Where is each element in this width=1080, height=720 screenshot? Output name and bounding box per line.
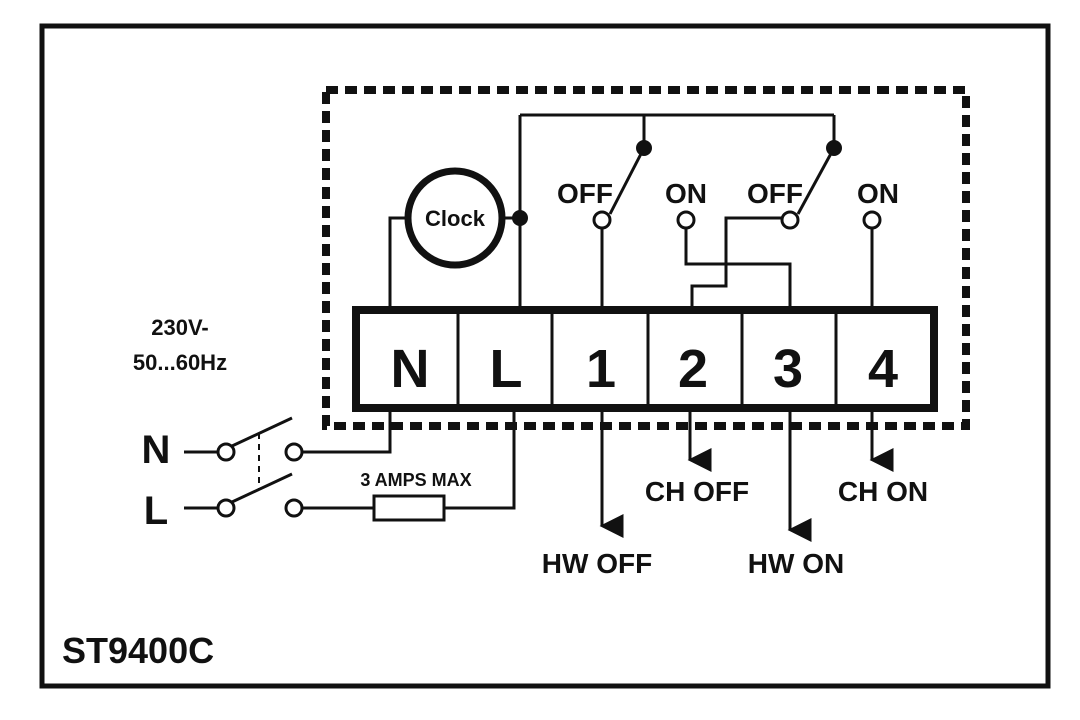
- hw-off-contact-label: OFF: [557, 178, 613, 209]
- terminal-l-label: L: [490, 339, 523, 399]
- mains-isolator: N L: [142, 408, 516, 533]
- terminal-3-label: 3: [773, 339, 803, 399]
- internal-wiring: [388, 113, 874, 314]
- contacts: [512, 140, 882, 230]
- fuse: [372, 494, 446, 522]
- supply-voltage-label: 230V-: [151, 315, 209, 340]
- mains-n-label: N: [142, 428, 171, 472]
- model-label: ST9400C: [62, 630, 214, 671]
- terminal-n-label: N: [391, 339, 430, 399]
- terminal-4-label: 4: [868, 339, 898, 399]
- terminal-2-label: 2: [678, 339, 708, 399]
- ch-off-output-label: CH OFF: [645, 476, 749, 507]
- clock-label: Clock: [425, 206, 486, 231]
- outer-frame: [39, 23, 1051, 689]
- unit-boundary: [322, 86, 970, 430]
- hw-off-output-label: HW OFF: [542, 548, 652, 579]
- terminal-block: N L 1 2 3 4: [352, 306, 938, 412]
- fuse-label: 3 AMPS MAX: [360, 470, 471, 490]
- clock-motor: Clock: [404, 167, 506, 269]
- supply-frequency-label: 50...60Hz: [133, 350, 227, 375]
- mains-l-label: L: [144, 489, 168, 533]
- ch-off-contact-label: OFF: [747, 178, 803, 209]
- output-arrows: [599, 408, 894, 542]
- terminal-1-label: 1: [586, 339, 616, 399]
- ch-on-contact-label: ON: [857, 178, 899, 209]
- ch-on-output-label: CH ON: [838, 476, 928, 507]
- hw-on-output-label: HW ON: [748, 548, 844, 579]
- hw-on-contact-label: ON: [665, 178, 707, 209]
